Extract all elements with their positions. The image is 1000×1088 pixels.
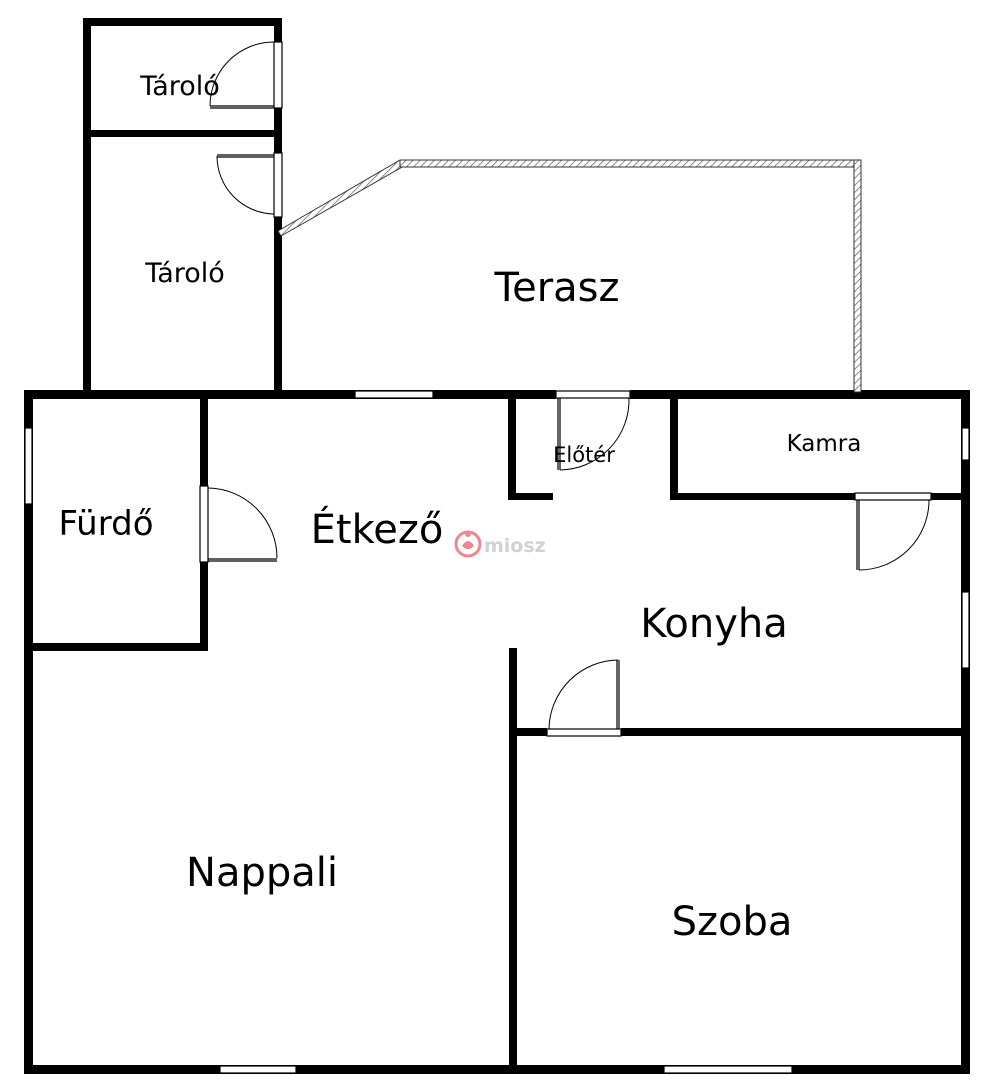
door-storage-bottom (216, 152, 283, 218)
label-furdo: Fürdő (58, 504, 153, 544)
label-tarolo-bottom: Tároló (144, 258, 225, 289)
label-eloter: Előtér (553, 443, 615, 467)
window-bottom-nappali (219, 1065, 297, 1074)
label-kamra: Kamra (787, 431, 862, 457)
doors (199, 41, 932, 737)
wall-living-divider (509, 648, 517, 1068)
window-bottom-szoba (663, 1065, 793, 1074)
wall-hall-bottom-stub (508, 493, 553, 500)
door-openings (199, 42, 931, 737)
label-tarolo-top: Tároló (139, 71, 220, 102)
windows (24, 390, 970, 1074)
wall-kitchen-bottom (509, 728, 961, 736)
wall-storage-left (83, 18, 91, 394)
door-kamra (854, 492, 932, 571)
door-bath (199, 485, 278, 563)
railing-top (399, 159, 862, 168)
railing-diagonal (277, 159, 405, 237)
wall-outer-left (24, 390, 33, 1074)
wall-hall-right (670, 399, 678, 500)
wall-kamra-bottom (670, 493, 961, 500)
label-etkezo: Étkező (311, 505, 444, 553)
window-top-etkezo (354, 390, 434, 399)
label-szoba: Szoba (672, 899, 793, 945)
wall-outer-top (24, 390, 970, 399)
window-right-konyha (961, 591, 970, 669)
watermark: miosz (454, 530, 546, 558)
label-nappali: Nappali (186, 850, 338, 896)
window-right-kamra (961, 427, 970, 461)
door-kitchen (546, 659, 622, 737)
railing-right (853, 159, 862, 393)
watermark-text: miosz (484, 535, 546, 557)
wall-hall-left (508, 399, 516, 500)
door-storage-top (209, 41, 283, 109)
wall-outer-bottom (24, 1065, 970, 1074)
room-labels: Tároló Tároló Terasz Fürdő Étkező Előtér… (58, 71, 861, 945)
watermark-logo-icon (454, 530, 482, 558)
label-konyha: Konyha (640, 601, 788, 647)
window-left-bath (24, 427, 33, 505)
terrace-railing (277, 159, 862, 393)
wall-outer-right (961, 390, 970, 1074)
wall-storage-top (83, 18, 282, 26)
door-hall (555, 390, 631, 471)
wall-bath-bottom (33, 643, 208, 651)
label-terasz: Terasz (493, 265, 619, 311)
wall-storage-divider (83, 130, 282, 137)
